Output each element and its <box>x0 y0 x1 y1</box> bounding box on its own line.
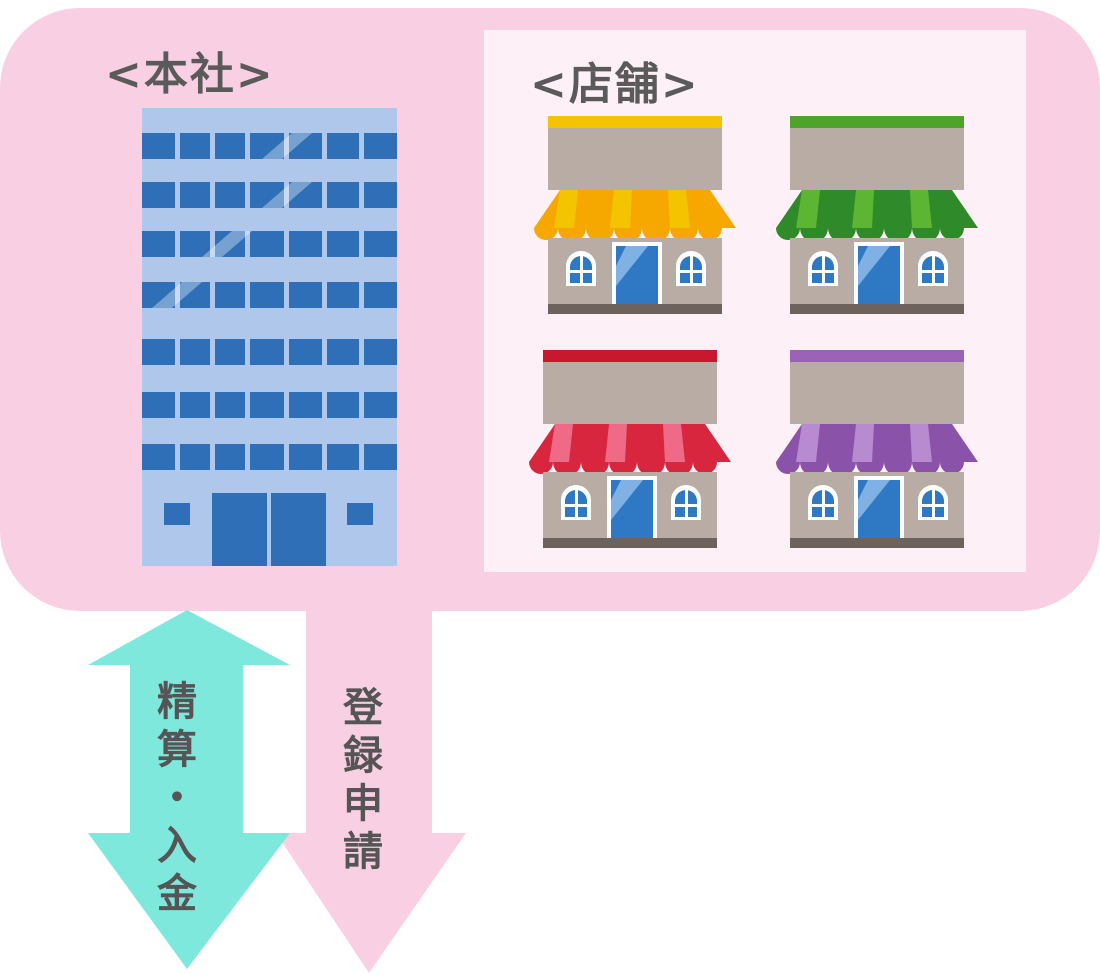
registration-label: 登録申請 <box>336 686 382 878</box>
storefront-icon <box>529 350 731 548</box>
stores-label: <店舗> <box>530 59 700 110</box>
storefront-icon <box>776 350 978 548</box>
registration-arrow <box>276 605 466 973</box>
office-building-icon <box>142 108 397 566</box>
settlement-double-arrow <box>88 610 290 969</box>
settlement-label: 精算・入金 <box>150 680 196 920</box>
headquarters-label: <本社> <box>105 49 275 100</box>
flow-arrows <box>88 605 466 973</box>
storefront-icon <box>534 116 736 314</box>
storefront-icon <box>776 116 978 314</box>
